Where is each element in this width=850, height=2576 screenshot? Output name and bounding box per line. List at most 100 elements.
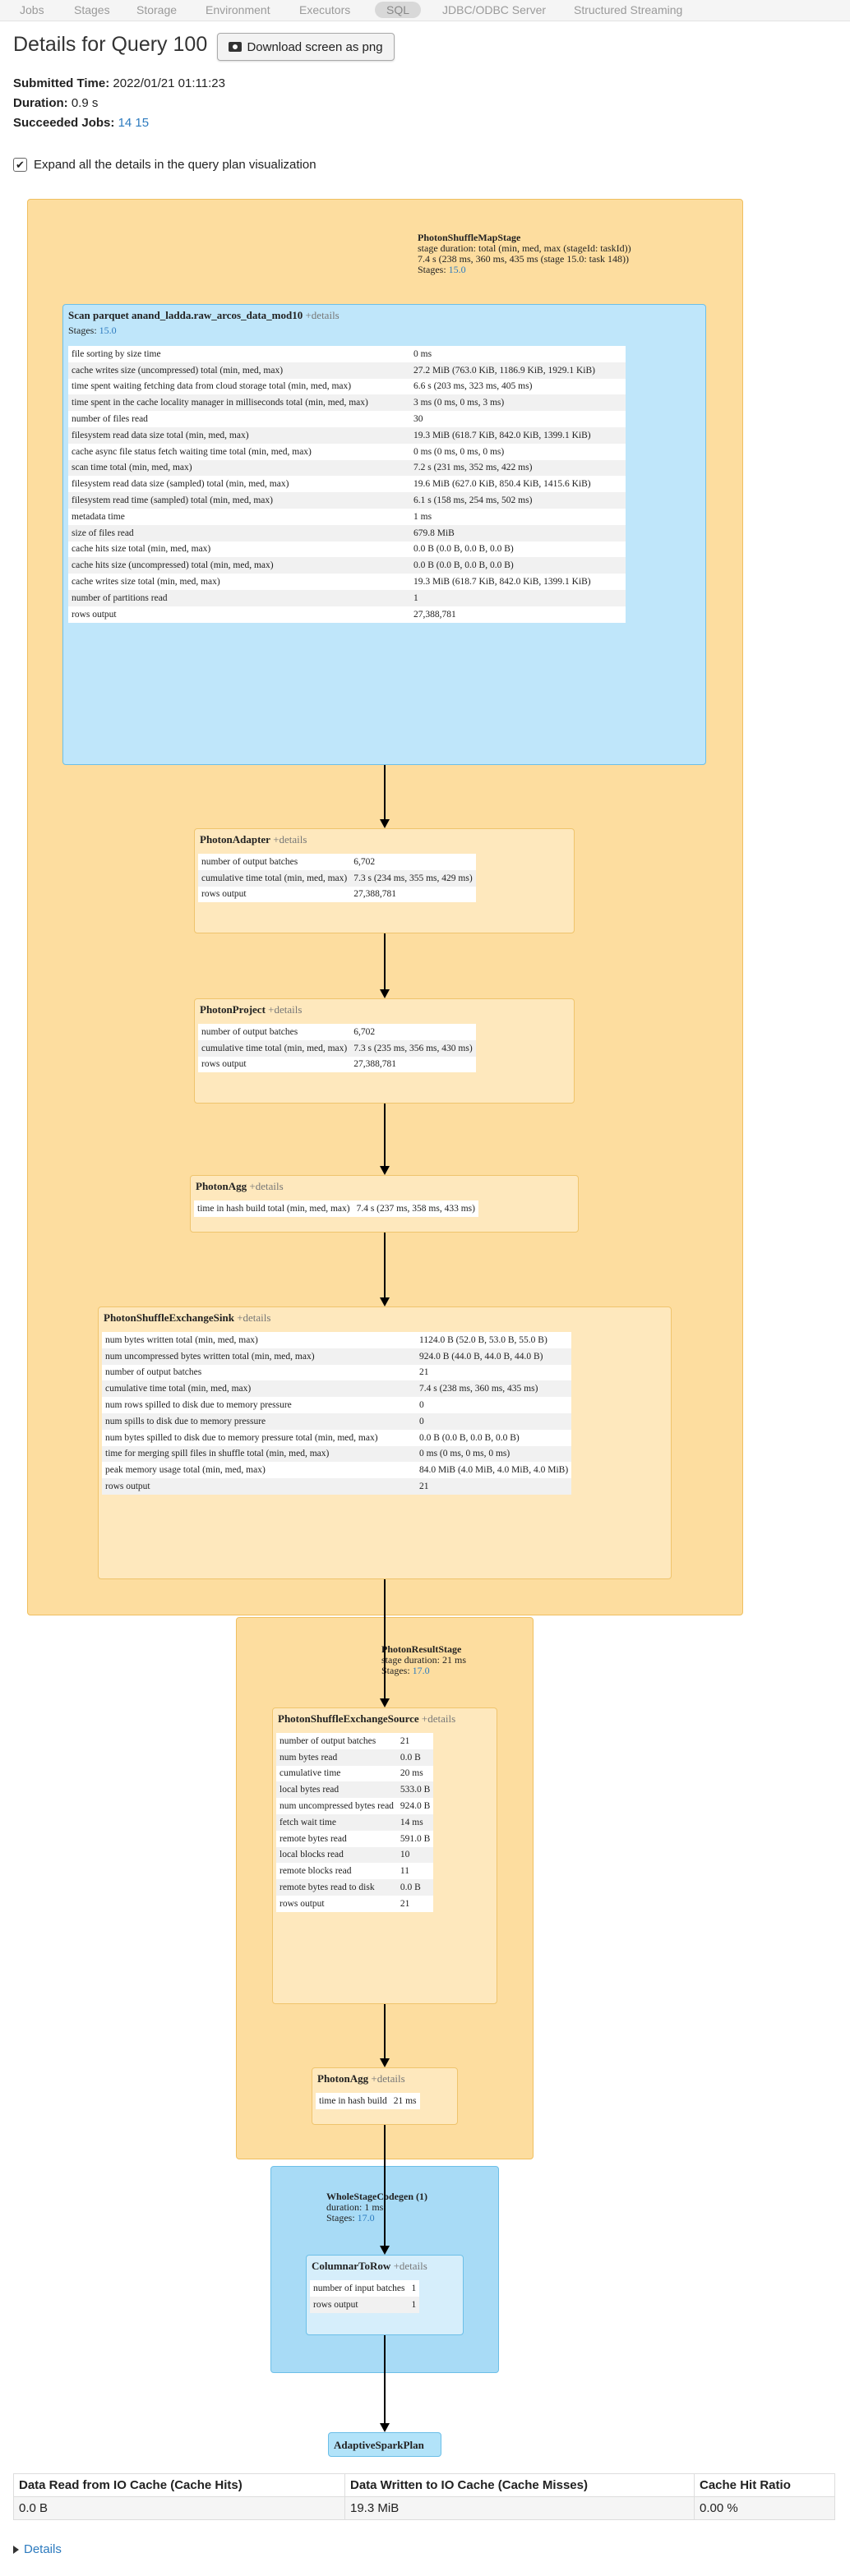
photon-shuffle-exchange-sink-node[interactable]: PhotonShuffleExchangeSink +details num b… <box>98 1306 672 1579</box>
expand-checkbox[interactable]: ✔ <box>13 158 27 172</box>
photon-shuffle-exchange-source-node[interactable]: PhotonShuffleExchangeSource +details num… <box>272 1707 497 2004</box>
metric-value: 1 <box>411 2283 417 2293</box>
job-link[interactable]: 14 <box>118 116 132 130</box>
metric-name: size of files read <box>68 524 410 541</box>
metric-value: 679.8 MiB <box>410 524 626 541</box>
metric-name: number of files read <box>72 414 148 425</box>
metric-name: peak memory usage total (min, med, max) <box>105 1465 266 1476</box>
cache-hit-ratio-header: Cache Hit Ratio <box>694 2473 835 2497</box>
metric-value: 0 ms <box>413 348 432 359</box>
plan-edge <box>384 2125 386 2246</box>
plan-edge <box>384 1233 386 1297</box>
metric-row: scan time total (min, med, max)7.2 s (23… <box>68 459 626 477</box>
metric-name: scan time total (min, med, max) <box>68 459 410 477</box>
metric-name: local bytes read <box>276 1781 397 1799</box>
node-name: PhotonAgg <box>317 2072 369 2085</box>
metric-value: 7.2 s (231 ms, 352 ms, 422 ms) <box>410 459 626 477</box>
metric-value: 533.0 B <box>396 1781 434 1799</box>
metric-name: num bytes spilled to disk due to memory … <box>105 1432 378 1443</box>
plan-edge-arrow <box>380 1698 390 1707</box>
photon-adapter-node[interactable]: PhotonAdapter +details number of output … <box>194 828 575 933</box>
stage-label: PhotonShuffleMapStage stage duration: to… <box>418 233 631 275</box>
tab-jdbc-odbc-server[interactable]: JDBC/ODBC Server <box>442 3 547 16</box>
metric-value: 7.4 s (238 ms, 360 ms, 435 ms) <box>416 1380 572 1398</box>
metric-value: 0.0 B (0.0 B, 0.0 B, 0.0 B) <box>410 557 626 574</box>
stages-label: Stages: <box>381 1665 410 1676</box>
metric-value: 1 <box>410 589 626 606</box>
metric-name: cache hits size (uncompressed) total (mi… <box>68 557 410 574</box>
tab-executors[interactable]: Executors <box>299 3 351 16</box>
node-details-toggle[interactable]: +details <box>249 1180 284 1192</box>
photon-project-node[interactable]: PhotonProject +details number of output … <box>194 998 575 1104</box>
node-details-toggle[interactable]: +details <box>393 2260 427 2272</box>
expand-details-toggle[interactable]: ✔ Expand all the details in the query pl… <box>13 158 316 172</box>
metric-name: num bytes written total (min, med, max) <box>105 1334 258 1345</box>
photon-agg-node[interactable]: PhotonAgg +details time in hash build to… <box>190 1175 579 1233</box>
metric-name: time in hash build <box>319 2095 387 2106</box>
tab-sql[interactable]: SQL <box>375 2 422 18</box>
metric-name: number of output batches <box>201 1026 298 1037</box>
metric-row: cumulative time total (min, med, max)7.4… <box>102 1380 572 1398</box>
stage-link[interactable]: 17.0 <box>412 1665 430 1676</box>
node-stages: Stages: 15.0 <box>68 325 117 337</box>
metric-name: time spent waiting fetching data from cl… <box>72 381 352 392</box>
plan-edge-arrow <box>380 1166 390 1175</box>
metric-value: 924.0 B <box>400 1801 431 1812</box>
stage-duration-line: duration: 1 ms <box>326 2201 384 2213</box>
node-name: PhotonAgg <box>196 1180 247 1192</box>
metric-value: 6.6 s (203 ms, 323 ms, 405 ms) <box>413 381 533 392</box>
node-details-toggle[interactable]: +details <box>371 2072 405 2085</box>
metric-value: 19.6 MiB (627.0 KiB, 850.4 KiB, 1415.6 K… <box>413 479 591 490</box>
metric-row: cache async file status fetch waiting ti… <box>68 444 626 460</box>
metric-value: 21 <box>400 1735 410 1746</box>
node-details-toggle[interactable]: +details <box>273 833 307 846</box>
job-link[interactable]: 15 <box>135 116 150 130</box>
plan-edge <box>384 2004 386 2058</box>
node-details-toggle[interactable]: +details <box>305 309 340 321</box>
stage-link[interactable]: 17.0 <box>357 2212 375 2223</box>
node-details-toggle[interactable]: +details <box>268 1003 303 1016</box>
metric-name: cumulative time total (min, med, max) <box>102 1380 416 1398</box>
node-details-toggle[interactable]: +details <box>237 1311 271 1324</box>
metric-name: fetch wait time <box>276 1813 397 1831</box>
tab-storage[interactable]: Storage <box>136 3 178 16</box>
details-link-label[interactable]: Details <box>24 2542 62 2556</box>
metric-value: 0 <box>416 1412 572 1430</box>
metric-name: rows output <box>201 1059 247 1070</box>
tab-structured-streaming[interactable]: Structured Streaming <box>574 3 683 16</box>
download-screen-button[interactable]: Download screen as png <box>217 33 395 61</box>
tab-stages[interactable]: Stages <box>74 3 110 16</box>
adaptive-spark-plan-node[interactable]: AdaptiveSparkPlan <box>328 2432 441 2457</box>
node-details-toggle[interactable]: +details <box>421 1712 456 1725</box>
metric-row: cumulative time total (min, med, max)7.3… <box>198 1039 476 1057</box>
columnar-to-row-node[interactable]: ColumnarToRow +details number of input b… <box>306 2255 464 2335</box>
stage-link[interactable]: 15.0 <box>448 264 466 275</box>
stage-link[interactable]: 15.0 <box>99 325 117 336</box>
agg-metrics-table: time in hash build total (min, med, max)… <box>194 1200 478 1217</box>
stage-label: PhotonResultStage stage duration: 21 ms … <box>381 1644 466 1676</box>
details-expander[interactable]: Details <box>13 2542 62 2556</box>
tab-environment[interactable]: Environment <box>206 3 270 16</box>
node-name: AdaptiveSparkPlan <box>334 2439 424 2451</box>
metric-name: num rows spilled to disk due to memory p… <box>105 1400 292 1411</box>
sink-metrics-table: num bytes written total (min, med, max)1… <box>102 1332 572 1495</box>
node-header: PhotonShuffleExchangeSink +details <box>104 1311 270 1325</box>
plan-edge <box>384 933 386 989</box>
metric-row: cache writes size total (min, med, max)1… <box>68 574 626 590</box>
metric-name: remote bytes read to disk <box>276 1879 397 1896</box>
metric-name: remote blocks read <box>279 1866 352 1877</box>
metric-value: 7.3 s (234 ms, 355 ms, 429 ms) <box>350 869 476 887</box>
scan-parquet-node[interactable]: Scan parquet anand_ladda.raw_arcos_data_… <box>62 304 706 765</box>
metric-value: 0.0 B <box>396 1749 434 1766</box>
node-header: PhotonAdapter +details <box>200 833 307 846</box>
top-navigation: Jobs Stages Storage Environment Executor… <box>0 0 850 21</box>
tab-jobs[interactable]: Jobs <box>20 3 44 16</box>
